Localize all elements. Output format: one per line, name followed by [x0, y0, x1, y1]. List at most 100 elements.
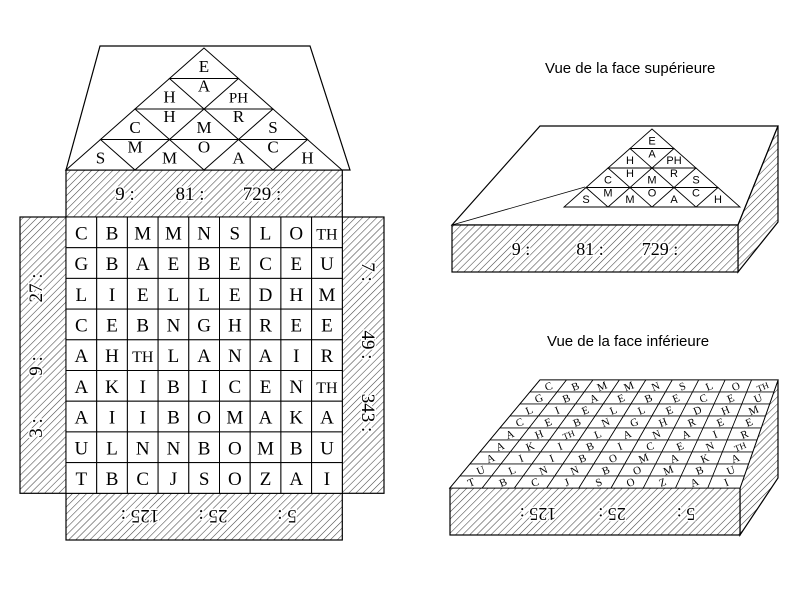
bottom-view-letter: H [720, 404, 732, 418]
pyramid-letter: M [127, 137, 142, 156]
grid-cell [96, 400, 128, 433]
top-view-triangle [694, 186, 742, 208]
grid-letter: A [197, 346, 211, 367]
bottom-view-letter: A [621, 428, 633, 442]
pyramid-letter: M [162, 148, 177, 167]
bottom-view-letter: K [699, 452, 711, 466]
pyramid-triangle [99, 108, 171, 140]
pyramid-letter: PH [229, 90, 248, 106]
grid-letter: B [106, 223, 119, 244]
grid-letter: A [74, 408, 88, 429]
grid-letter: O [228, 469, 242, 490]
top-view-letter: A [670, 194, 678, 206]
grid-cell [219, 277, 251, 310]
bottom-view-letter: B [570, 380, 581, 394]
grid-cell [280, 370, 313, 402]
bottom-view-letter: A [485, 452, 497, 466]
bottom-view-letter: A [730, 452, 742, 466]
bottom-view-letter: U [475, 464, 487, 478]
grid-letter: I [109, 408, 115, 429]
bottom-view-letter: T [466, 476, 477, 490]
grid-cell [65, 277, 98, 310]
bottom-view-letter: E [580, 404, 591, 418]
bottom-view-letter: L [636, 404, 647, 418]
grid-cell [311, 216, 343, 249]
top-view-edge [451, 186, 586, 226]
top-view-letter: E [648, 136, 655, 148]
grid-letter: B [198, 438, 211, 459]
grid-cell [249, 431, 282, 464]
bottom-view-letter: L [593, 428, 604, 442]
grid-cell [311, 247, 343, 279]
bottom-view-letter: Z [657, 476, 668, 490]
grid-letter: L [168, 285, 180, 306]
grid-letter: O [228, 438, 242, 459]
bottom-view-letter: N [600, 416, 612, 430]
bottom-view-letter: E [616, 392, 627, 406]
bottom-view-number: 25 : [598, 504, 626, 524]
bottom-view-letter: O [607, 452, 619, 466]
bottom-view-letter: E [543, 416, 554, 430]
bottom-view-letter: A [668, 452, 680, 466]
grid-cell [96, 462, 128, 494]
pyramid-letter: O [198, 137, 210, 156]
top-view-letter: S [582, 194, 589, 206]
grid-cell [280, 339, 313, 371]
grid-cell [280, 247, 313, 279]
grid-cell [65, 370, 98, 402]
top-view-letter: H [626, 168, 634, 180]
pyramid-letter: E [199, 57, 209, 76]
pyramid-triangle [271, 138, 344, 171]
grid-cell [219, 339, 251, 371]
top-face-band [65, 169, 343, 218]
grid-letter: E [229, 254, 241, 275]
top-view-number: 9 : [512, 239, 531, 259]
grid-letter: K [105, 377, 119, 398]
grid-letter: N [136, 438, 150, 459]
grid-cell [280, 277, 313, 310]
grid-letter: E [290, 315, 302, 336]
bottom-view-letter: O [730, 380, 742, 394]
bottom-view-letter: S [594, 476, 604, 489]
top-view-letter: H [714, 194, 722, 206]
grid-letter: I [324, 469, 330, 490]
grid-letter: E [168, 254, 180, 275]
bottom-face-number: 25 : [198, 505, 227, 526]
grid-letter: T [76, 469, 88, 490]
bottom-view-letter: B [498, 476, 509, 490]
pyramid-triangle [202, 77, 275, 110]
bottom-view-letter: TH [755, 380, 770, 394]
grid-cell [311, 462, 343, 494]
pyramid-letter: S [96, 148, 105, 167]
top-view-triangle [562, 186, 610, 208]
bottom-view-letter: N [651, 428, 663, 442]
bottom-view-letter: E [675, 440, 686, 454]
bottom-view-letter: C [514, 416, 525, 430]
top-view-number: 81 : [576, 239, 604, 259]
pyramid-letter: R [233, 107, 245, 126]
bottom-view-letter: C [645, 440, 656, 454]
grid-cell [311, 339, 343, 371]
bottom-view-letter: N [650, 380, 662, 394]
bottom-view-letter: C [543, 380, 554, 394]
bottom-view-letter: M [622, 379, 636, 394]
top-view-letter: C [692, 187, 700, 199]
grid-cell [249, 247, 282, 279]
top-view-letter: C [604, 175, 612, 187]
bottom-view-letter: I [711, 429, 719, 442]
grid-cell [219, 308, 251, 341]
grid-letter: E [106, 315, 118, 336]
grid-letter: H [289, 285, 303, 306]
grid-letter: O [289, 223, 303, 244]
top-view-triangle [650, 186, 698, 208]
grid-letter: N [228, 346, 242, 367]
bottom-view-letter: A [680, 428, 692, 442]
bottom-view-letter: A [689, 476, 701, 490]
top-view-triangle [672, 167, 720, 188]
grid-letter: N [197, 223, 211, 244]
grid-letter: M [318, 285, 335, 306]
grid-letter: A [74, 346, 88, 367]
right-face-number: 343 : [357, 394, 378, 433]
top-view-letter: O [648, 187, 657, 199]
grid-letter: L [168, 346, 180, 367]
